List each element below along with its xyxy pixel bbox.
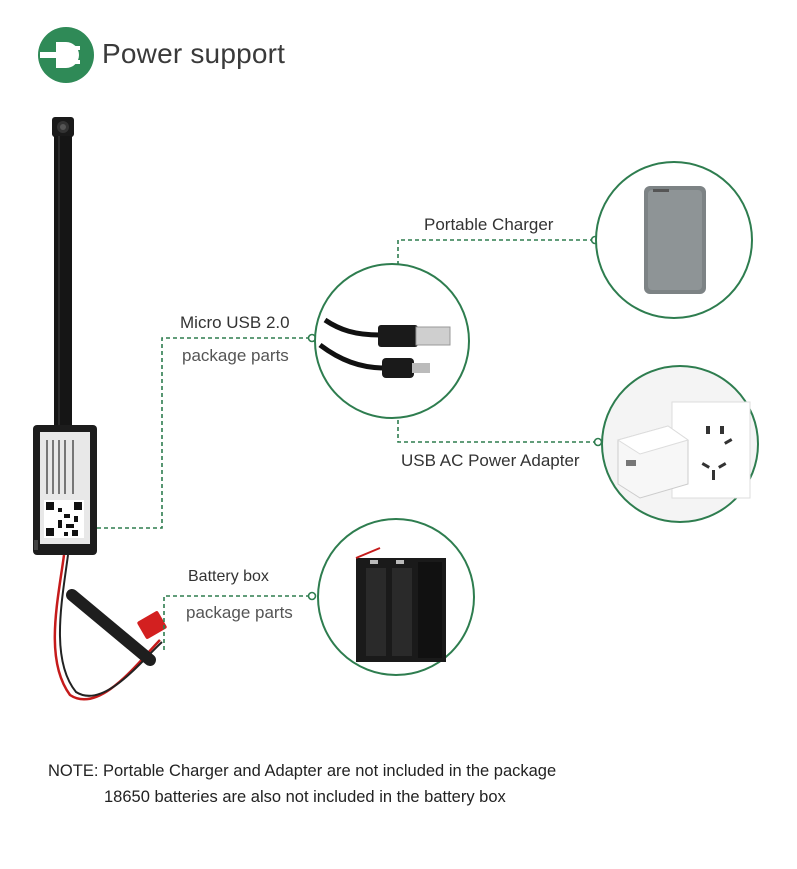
battery-wire: [53, 554, 163, 701]
ribbon-cable: [54, 136, 72, 428]
power-plug-icon: [38, 27, 94, 83]
page-title: Power support: [102, 38, 286, 69]
portable-charger-image: [595, 161, 753, 319]
connector-lines: [97, 239, 595, 650]
label-usb-ac-adapter: USB AC Power Adapter: [401, 451, 580, 470]
camera-module: [33, 425, 97, 555]
label-battery-box-package: package parts: [186, 603, 293, 622]
battery-box-image: [317, 518, 475, 676]
note-line-2: 18650 batteries are also not included in…: [104, 788, 506, 806]
camera-lens-icon: [52, 117, 74, 137]
label-micro-usb-package: package parts: [182, 346, 289, 365]
label-portable-charger: Portable Charger: [424, 215, 554, 234]
micro-usb-cable-image: [314, 263, 470, 419]
label-battery-box: Battery box: [188, 568, 269, 585]
note-line-1: NOTE: Portable Charger and Adapter are n…: [48, 762, 557, 780]
label-micro-usb: Micro USB 2.0: [180, 313, 290, 332]
jst-connector-icon: [137, 611, 167, 639]
usb-ac-adapter-image: [601, 365, 759, 523]
